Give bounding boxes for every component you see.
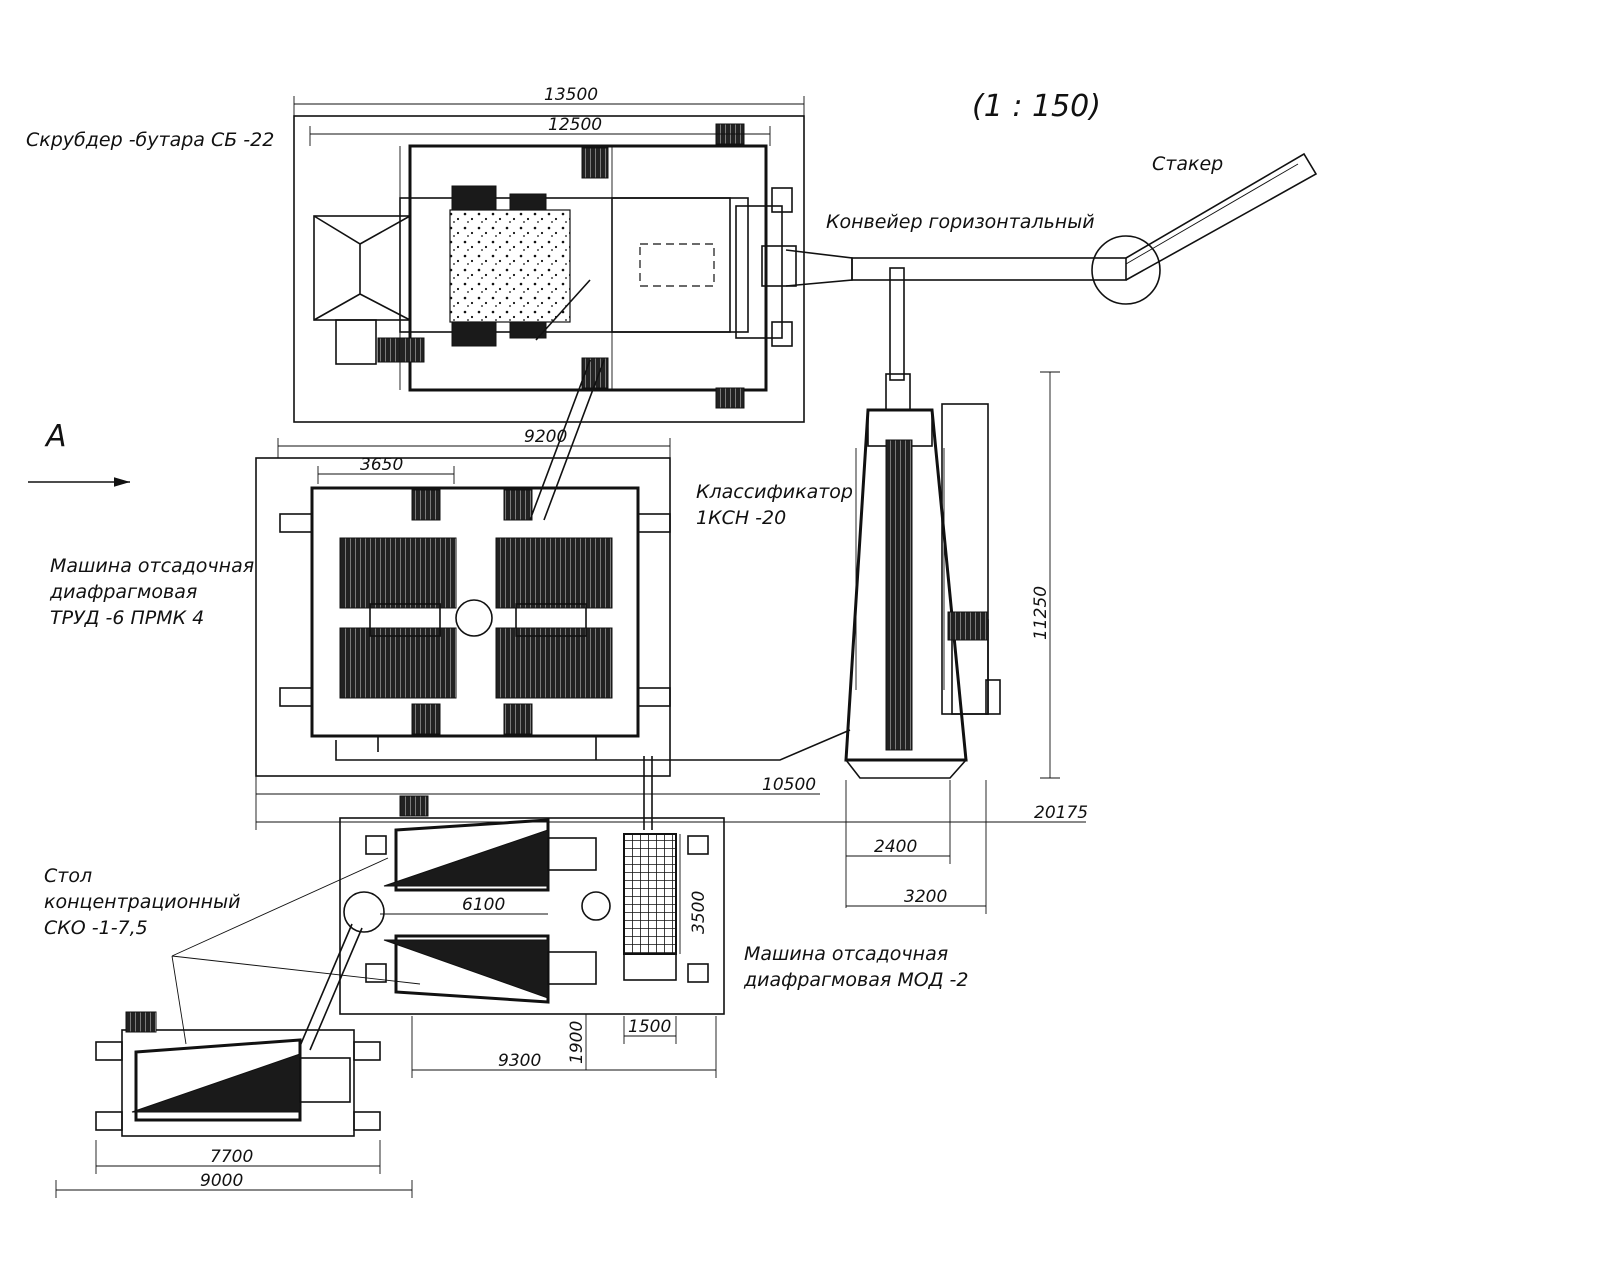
table-label-line1: Стол (44, 865, 92, 887)
scale-label: (1 : 150) (972, 89, 1101, 124)
classifier-label-line1: Классификатор (696, 481, 853, 503)
dimension-6100: 6100 (462, 895, 505, 915)
dimension-3500: 3500 (689, 891, 709, 934)
dimension-1900: 1900 (567, 1021, 587, 1064)
jig-trud-label-line1: Машина отсадочная (50, 555, 254, 577)
jig-mod-label-line2: диафрагмовая МОД -2 (743, 969, 969, 991)
dimension-7700: 7700 (210, 1147, 253, 1167)
scrubber-plan (293, 115, 853, 423)
dimension-9000: 9000 (200, 1171, 243, 1191)
stacker-label: Стакер (1152, 153, 1223, 175)
jig-trud-label-line3: ТРУД -6 ПРМК 4 (50, 607, 204, 629)
conveyor-stacker (851, 152, 1318, 381)
dimension-11250: 11250 (1031, 586, 1051, 640)
dimension-13500: 13500 (544, 85, 598, 105)
jig-trud-plan (255, 279, 851, 830)
dimension-20175: 20175 (1034, 803, 1088, 823)
concentration-table-plan (95, 1011, 381, 1137)
jig-mod-plan (299, 795, 725, 1051)
leader-lines (171, 857, 421, 1045)
dimension-1500: 1500 (628, 1017, 671, 1037)
classifier-plan (844, 373, 1001, 779)
dimension-9200: 9200 (524, 427, 567, 447)
dimension-3650: 3650 (360, 455, 403, 475)
dimension-3200: 3200 (904, 887, 947, 907)
dimension-2400: 2400 (874, 837, 917, 857)
conveyor-label: Конвейер горизонтальный (826, 211, 1095, 233)
table-label-line2: концентрационный (44, 891, 240, 913)
dimension-10500: 10500 (762, 775, 816, 795)
table-label-line3: СКО -1-7,5 (44, 917, 148, 939)
jig-mod-label-line1: Машина отсадочная (744, 943, 948, 965)
dimension-9300: 9300 (498, 1051, 541, 1071)
dimension-lines (55, 96, 1086, 1198)
scrubber-label: Скрубдер -бутара СБ -22 (26, 129, 274, 151)
view-label: A (44, 419, 67, 454)
dimension-12500: 12500 (548, 115, 602, 135)
classifier-label-line2: 1КСН -20 (696, 507, 786, 529)
jig-trud-label-line2: диафрагмовая (49, 581, 197, 603)
